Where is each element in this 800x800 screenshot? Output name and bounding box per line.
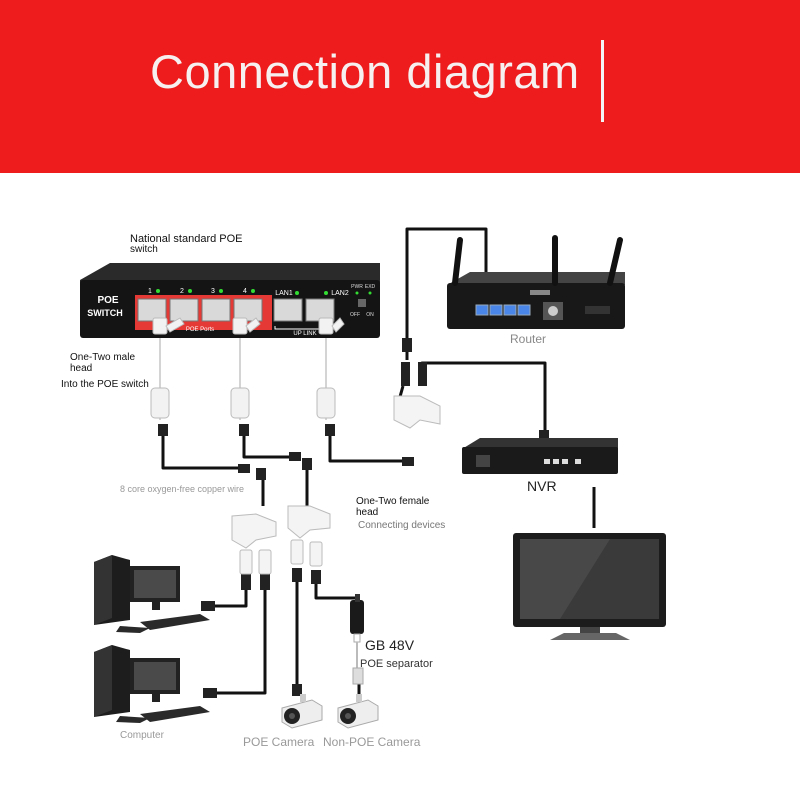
desktop-computer-icon [94,645,210,723]
poe-camera-label: POE Camera [243,735,315,749]
text-cursor [601,40,604,122]
port-number-2: 2 [180,288,184,295]
pwr-label: PWR [351,284,363,290]
rj45-plugs [158,338,549,698]
female-head-label-2: head [356,507,379,518]
cables [161,227,596,700]
router-label: Router [510,332,547,346]
into-switch-label: Into the POE switch [61,379,149,390]
male-head-label-2: head [70,363,93,374]
cable-port1 [161,436,241,470]
rj45-splitter-icon [231,395,441,575]
cable-nvr [420,361,547,438]
switch-panel-subtitle: SWITCH [87,308,123,318]
bullet-camera-icon [337,694,379,729]
switch-panel-title: POE [97,295,118,306]
switch-name-label-2: switch [130,244,158,255]
connection-diagram: POE SWITCH 1 2 3 4 POE Ports LAN1 LAN2 U… [80,227,666,729]
poe-separator-icon [350,594,364,685]
exd-label: EXD [365,284,376,290]
male-heads [150,317,345,419]
female-head-label: One-Two female [356,496,430,507]
connecting-devices-label: Connecting devices [358,520,446,531]
on-label: ON [366,312,374,318]
cable-router-uplink [405,227,488,360]
male-head-label: One-Two male [70,352,136,363]
port-number-3: 3 [211,288,215,295]
bullet-camera-icon [281,694,323,729]
poe-ports-label: POE Ports [186,327,214,333]
page-title: Connection diagram [150,45,580,98]
cable-port2 [242,436,290,459]
header-banner [0,0,800,173]
cable-separator [314,582,356,600]
router-icon [447,235,625,329]
port-leds [156,289,328,295]
dip-switch [358,299,366,307]
nvr-icon [462,438,618,474]
poe-separator-label: POE separator [360,658,433,670]
cable-computer-top [213,588,248,608]
cable-port3 [328,436,404,463]
uplink-label: UP LINK [293,331,316,337]
nvr-label: NVR [527,478,557,494]
gb48v-label: GB 48V [365,637,415,653]
port-number-1: 1 [148,288,152,295]
lan2-label: LAN2 [331,290,349,297]
non-poe-camera-label: Non-POE Camera [323,735,421,749]
cable-computer-bottom [215,588,267,695]
switch-name-label: National standard POE [130,233,243,245]
computer-label: Computer [120,730,164,741]
copper-wire-label: 8 core oxygen-free copper wire [120,484,245,494]
lan1-label: LAN1 [275,290,293,297]
rj45-ports [137,298,335,322]
port-number-4: 4 [243,288,247,295]
off-label: OFF [350,312,360,318]
monitor-icon [513,533,666,640]
desktop-computer-icon [94,555,210,633]
